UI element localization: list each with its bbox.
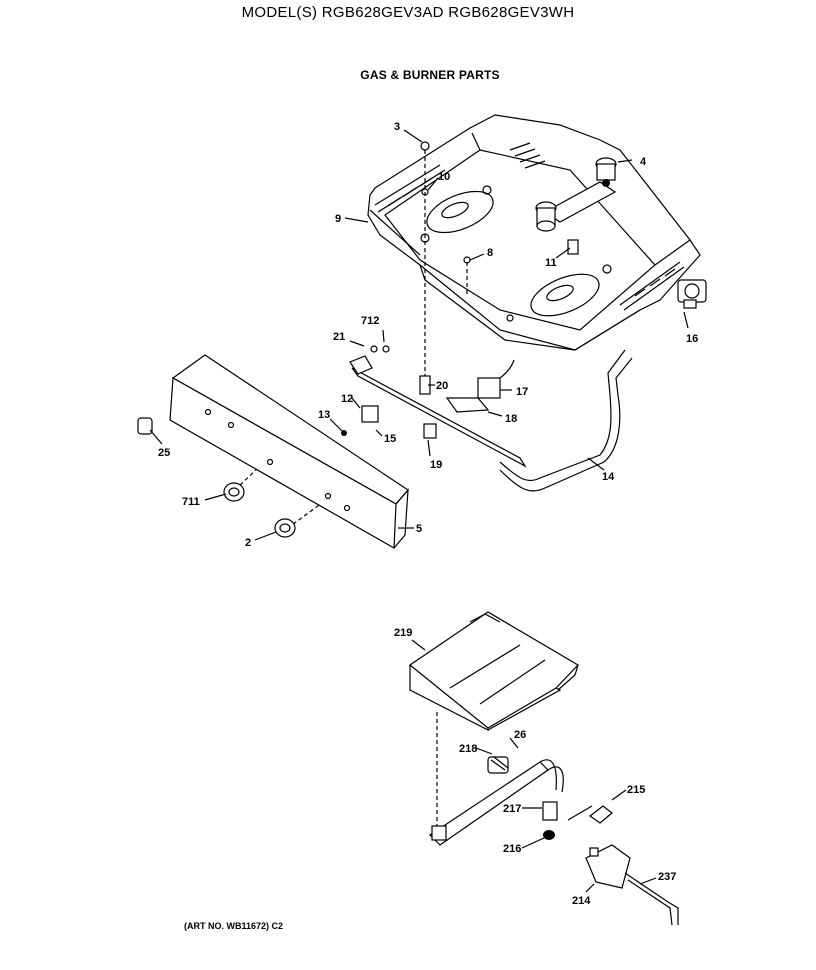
callout-14: 14 <box>602 471 615 483</box>
callout-8: 8 <box>487 247 493 259</box>
callout-712: 712 <box>361 315 379 327</box>
burner-box-assembly <box>367 114 701 351</box>
callout-4: 4 <box>640 156 647 168</box>
callout-217: 217 <box>503 803 521 815</box>
part-16-valve <box>677 279 707 309</box>
part-4-burner-valves <box>535 157 617 232</box>
callout-9: 9 <box>335 213 341 225</box>
part-5-control-panel <box>169 354 409 550</box>
callout-18: 18 <box>505 413 517 425</box>
callout-19: 19 <box>430 459 442 471</box>
callout-12: 12 <box>341 393 353 405</box>
callout-5: 5 <box>416 523 422 535</box>
callout-218: 218 <box>459 743 477 755</box>
callout-2: 2 <box>245 537 251 549</box>
callout-17: 17 <box>516 386 528 398</box>
callout-214: 214 <box>572 895 591 907</box>
callout-3: 3 <box>394 121 400 133</box>
callout-215: 215 <box>627 784 645 796</box>
callout-237: 237 <box>658 871 676 883</box>
part-219-broiler-shield <box>408 611 579 731</box>
callout-13: 13 <box>318 409 330 421</box>
art-number: (ART NO. WB11672) C2 <box>184 921 284 931</box>
callout-10: 10 <box>438 171 450 183</box>
callout-21: 21 <box>333 331 345 343</box>
callout-711: 711 <box>182 496 200 508</box>
callout-16: 16 <box>686 333 698 345</box>
knob-parts <box>137 417 296 538</box>
broiler-burner-tube <box>429 756 679 926</box>
callout-20: 20 <box>436 380 448 392</box>
callout-216: 216 <box>503 843 521 855</box>
callout-219: 219 <box>394 627 412 639</box>
manifold-assembly <box>341 345 633 492</box>
callout-15: 15 <box>384 433 396 445</box>
leader-lines <box>149 129 689 893</box>
diagram-title: MODEL(S) RGB628GEV3AD RGB628GEV3WH <box>241 4 575 21</box>
diagram-subtitle: GAS & BURNER PARTS <box>360 68 500 82</box>
callout-26: 26 <box>514 729 526 741</box>
callout-11: 11 <box>545 257 557 269</box>
part-callouts: 3 10 4 9 8 11 16 712 21 20 17 12 13 15 1… <box>158 121 698 907</box>
callout-25: 25 <box>158 447 170 459</box>
